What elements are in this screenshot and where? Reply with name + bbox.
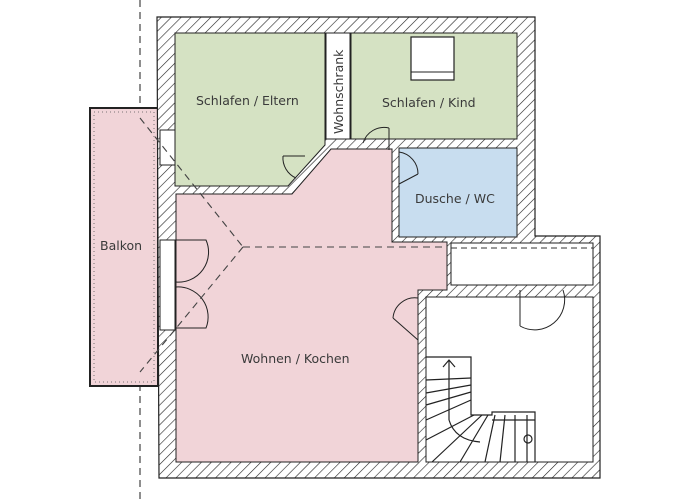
- dashed-guides: [139, 117, 447, 373]
- storage-corridor: [450, 242, 594, 286]
- furniture-bed: [410, 36, 455, 81]
- stair-hall: [425, 296, 594, 463]
- staircase: [425, 356, 536, 463]
- wardrobe: [325, 32, 351, 140]
- label-schlafen-kind: Schlafen / Kind: [382, 95, 476, 110]
- doors: [159, 126, 566, 341]
- label-schlafen-eltern: Schlafen / Eltern: [196, 93, 299, 108]
- room-wohnen-kochen: [175, 148, 448, 463]
- label-wohnen-kochen: Wohnen / Kochen: [241, 351, 350, 366]
- label-balkon: Balkon: [100, 238, 142, 253]
- label-wohnschrank: Wohnschrank: [331, 49, 346, 134]
- room-schlafen-eltern: [174, 32, 326, 187]
- label-dusche-wc: Dusche / WC: [415, 191, 495, 206]
- room-dusche-wc: [398, 147, 518, 238]
- balcony: [89, 107, 159, 387]
